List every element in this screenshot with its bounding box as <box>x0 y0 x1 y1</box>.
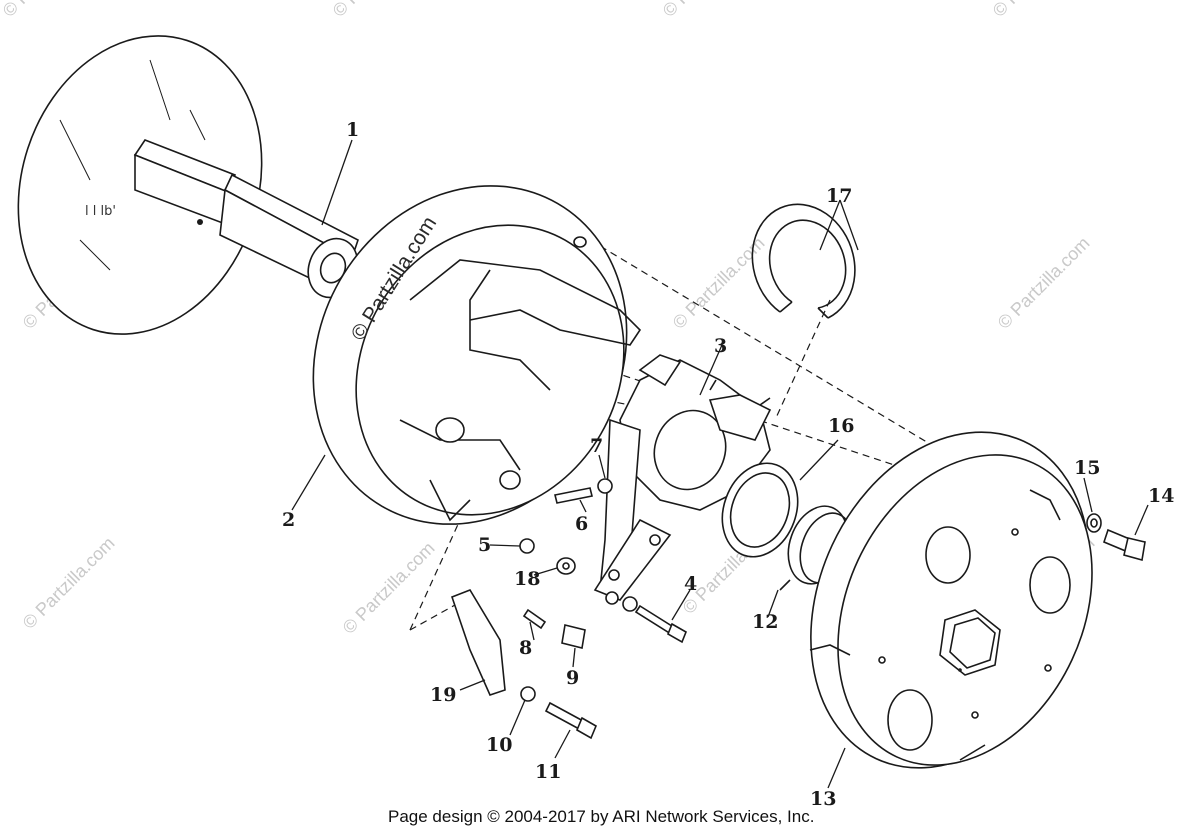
watermark: © Partzilla.com <box>0 0 99 21</box>
callout-16[interactable]: 16 <box>828 415 854 437</box>
callout-14[interactable]: 14 <box>1148 485 1174 507</box>
watermark: © Partzilla.com <box>329 0 429 21</box>
callout-3[interactable]: 3 <box>714 335 727 357</box>
callout-19[interactable]: 19 <box>430 684 456 706</box>
watermark: © Partzilla.com <box>659 0 759 21</box>
callout-11[interactable]: 11 <box>535 761 561 783</box>
callout-numbers: 1 2 3 4 5 6 7 8 9 10 11 12 13 14 15 16 1… <box>282 119 1174 810</box>
callout-13[interactable]: 13 <box>810 788 836 810</box>
callout-9[interactable]: 9 <box>566 667 579 689</box>
callout-2[interactable]: 2 <box>282 509 295 531</box>
part-2-housing <box>312 185 642 525</box>
callout-6[interactable]: 6 <box>575 513 588 535</box>
part-17-retaining-ring <box>751 203 856 319</box>
part-16-bushing <box>721 462 799 558</box>
part-1-sheave-shaft: l l lb' <box>17 35 359 335</box>
watermark: © Partzilla.com <box>989 0 1089 21</box>
leader-lines <box>291 139 1149 789</box>
callout-1[interactable]: 1 <box>346 119 359 141</box>
callout-12[interactable]: 12 <box>752 611 778 633</box>
callout-5[interactable]: 5 <box>478 534 491 556</box>
watermark: © Partzilla.com <box>19 533 119 633</box>
callout-10[interactable]: 10 <box>486 734 512 756</box>
callout-18[interactable]: 18 <box>514 568 540 590</box>
part-13-cover <box>809 431 1093 769</box>
part-3-spider-assembly <box>593 354 772 601</box>
callout-8[interactable]: 8 <box>519 637 532 659</box>
footer-copyright: Page design © 2004-2017 by ARI Network S… <box>388 807 814 826</box>
part-14-15-bolt-washer <box>1086 513 1146 562</box>
small-hardware-parts <box>450 478 688 740</box>
callout-7[interactable]: 7 <box>590 435 603 457</box>
callout-15[interactable]: 15 <box>1074 457 1100 479</box>
watermark: © Partzilla.com <box>994 233 1094 333</box>
svg-text:l l lb': l l lb' <box>85 204 116 219</box>
callout-4[interactable]: 4 <box>684 573 697 595</box>
callout-17[interactable]: 17 <box>826 185 852 207</box>
